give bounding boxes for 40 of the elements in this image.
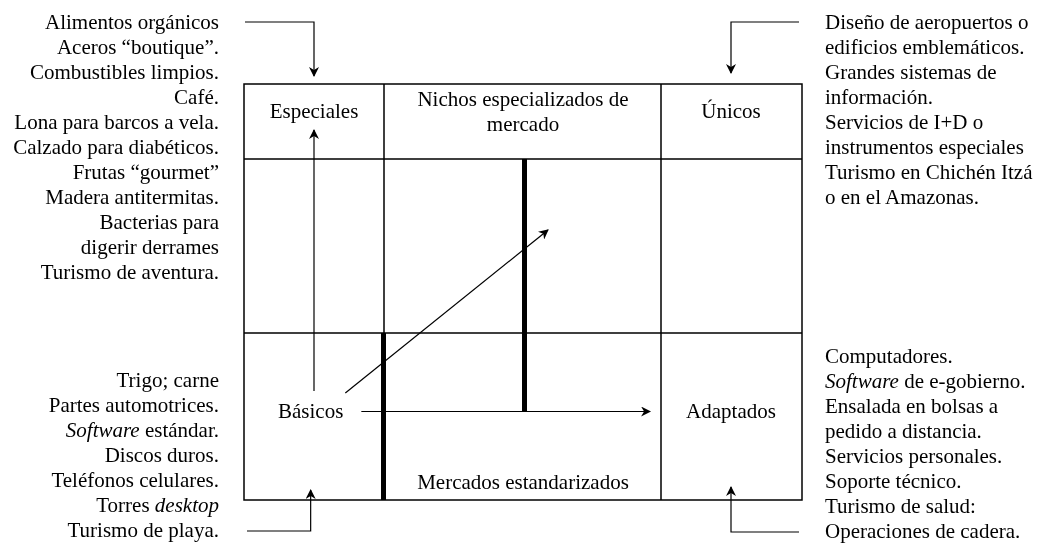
example-text: Madera antitermitas. [45,185,219,210]
arrow [344,229,549,394]
cell-label: Básicos [278,399,344,424]
arrow [309,129,319,392]
example-text: Alimentos orgánicos [45,10,219,35]
arrow [360,406,652,417]
arrow [246,489,316,532]
cell-label: Únicos [701,99,761,124]
cell-label: Especiales [269,99,359,124]
example-text: Discos duros. [104,443,219,468]
cell-label: Mercados estandarizados [416,470,630,495]
example-text: Diseño de aeropuertos o edificios emblemáticos. [825,10,1030,60]
example-text: Ensalada en bolsas a pedido a distancia. [825,394,1000,444]
example-text: Turismo de salud: Operaciones de cadera. [825,494,1022,544]
example-text: Lona para barcos a vela. [14,110,219,135]
cell-label: Nichos especializados de mercado [416,87,630,137]
example-text: Servicios de I+D o instrumentos especiales [825,110,1025,160]
arrow [244,21,319,77]
arrow [726,486,800,533]
example-text: Trigo; carne [116,368,219,393]
example-text: Computadores. [825,344,953,369]
example-text: Software estándar. [65,418,219,443]
example-text: Frutas “gourmet” [72,160,219,185]
example-text: Soporte técnico. [825,469,962,494]
example-text: Combustibles limpios. [29,60,219,85]
example-text: Software de e-gobierno. [825,369,1026,394]
example-text: Turismo de playa. [67,518,219,543]
arrow [726,21,800,74]
cell-label: Adaptados [686,399,776,424]
example-text: Bacterias para digerir derrames [79,210,219,260]
example-text: Café. [174,85,219,110]
example-text: Grandes sistemas de información. [825,60,998,110]
example-text: Calzado para diabéticos. [13,135,219,160]
example-text: Servicios personales. [825,444,1003,469]
example-text: Turismo de aventura. [40,260,219,285]
example-text: Torres desktop [96,493,219,518]
example-text: Teléfonos celulares. [51,468,219,493]
example-text: Turismo en Chichén Itzá o en el Amazonas. [825,160,1034,210]
example-text: Partes automotrices. [48,393,219,418]
example-text: Aceros “boutique”. [56,35,219,60]
